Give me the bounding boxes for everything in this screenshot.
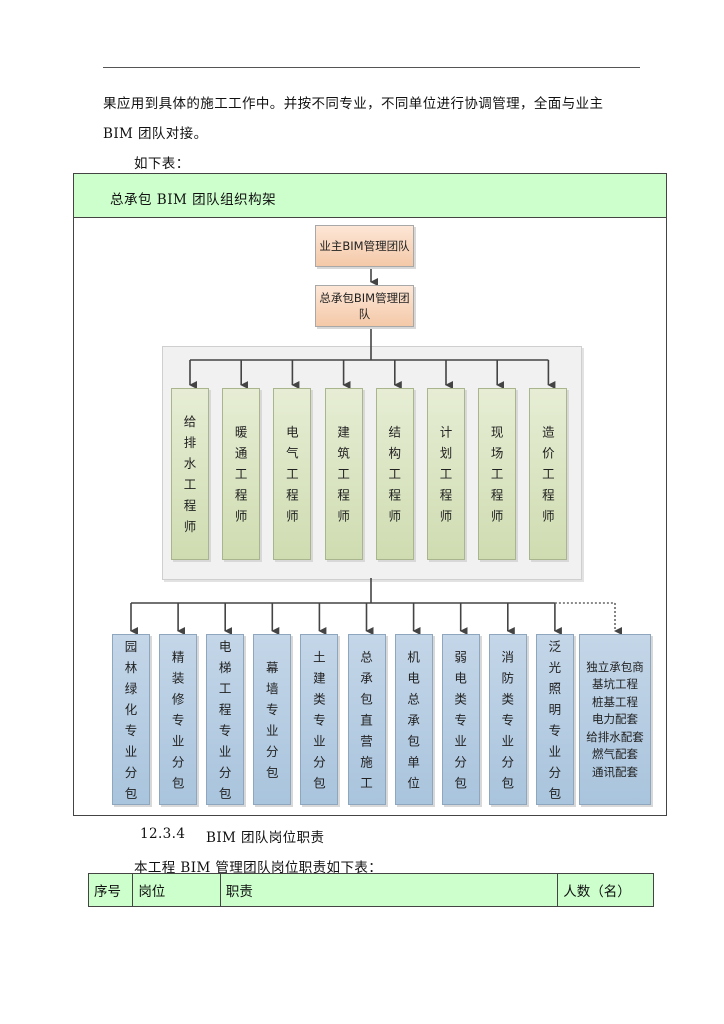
header-cell-index: 序号: [87, 873, 134, 907]
engineer-box: 造价工程师: [529, 388, 568, 560]
org-chart-connectors: [130, 267, 622, 635]
duty-table: 序号 岗位 职责 人数（名）: [87, 873, 654, 907]
subcontractor-box-label: 机电总承包单位: [407, 649, 420, 790]
header-cell-duties: 职责: [219, 873, 559, 907]
gc-bim-team-label: 总承包BIM管理团队: [319, 291, 410, 321]
section-number: 12.3.4: [140, 826, 186, 842]
engineer-box: 建筑工程师: [324, 388, 363, 560]
engineer-box-label: 电气工程师: [286, 424, 299, 524]
engineer-box: 现场工程师: [478, 388, 517, 560]
subcontractor-box-label: 消防类专业分包: [501, 649, 515, 790]
org-chart-title: 总承包 BIM 团队组织构架: [110, 192, 277, 208]
header-cell-headcount: 人数（名）: [557, 873, 654, 907]
independent-contractor-label: 独立承包商基坑工程桩基工程电力配套给排水配套燃气配套通讯配套: [586, 659, 644, 779]
engineer-box: 电气工程师: [273, 388, 312, 560]
engineer-box-label: 暖通工程师: [234, 424, 248, 524]
body-paragraph-line: BIM 团队对接。: [103, 126, 208, 142]
engineer-box: 计划工程师: [427, 388, 465, 560]
subcontractor-box: 土建类专业分包: [300, 634, 339, 805]
subcontractor-box: 园林绿化专业分包: [112, 634, 150, 805]
subcontractor-box: 电梯工程专业分包: [206, 634, 245, 805]
engineer-box-label: 结构工程师: [388, 424, 402, 524]
header-rule: [103, 67, 640, 68]
engineer-box-label: 建筑工程师: [337, 424, 350, 524]
owner-bim-team-box: 业主BIM管理团队: [315, 225, 414, 267]
org-chart-header: 总承包 BIM 团队组织构架: [74, 174, 666, 218]
engineer-box-label: 给排水工程师: [183, 414, 197, 534]
table-intro-text: 如下表：: [134, 156, 190, 172]
engineer-box: 暖通工程师: [222, 388, 261, 560]
engineer-box-label: 造价工程师: [542, 424, 555, 524]
subcontractor-box-label: 幕墙专业分包: [266, 659, 279, 780]
org-chart-frame: 总承包 BIM 团队组织构架 业主BIM管理团队 总承包BIM管理团队 给排水工…: [73, 173, 667, 816]
subcontractor-box: 泛光照明专业分包: [535, 634, 574, 805]
subcontractor-box: 幕墙专业分包: [253, 634, 292, 805]
engineer-box-label: 计划工程师: [439, 424, 453, 524]
body-paragraph-line: 果应用到具体的施工工作中。并按不同专业，不同单位进行协调管理，全面与业主: [103, 96, 604, 112]
subcontractor-box: 机电总承包单位: [394, 634, 433, 805]
subcontractor-box-label: 精装修专业分包: [171, 649, 185, 790]
subcontractor-box: 精装修专业分包: [159, 634, 198, 805]
subcontractor-box-label: 弱电类专业分包: [454, 649, 467, 790]
header-cell-position: 岗位: [132, 873, 221, 907]
engineer-box: 结构工程师: [375, 388, 414, 560]
subcontractor-box-label: 总承包直营施工: [360, 649, 373, 790]
independent-contractor-box: 独立承包商基坑工程桩基工程电力配套给排水配套燃气配套通讯配套: [579, 634, 651, 805]
subcontractor-box: 总承包直营施工: [347, 634, 386, 805]
subcontractor-box: 弱电类专业分包: [441, 634, 480, 805]
subcontractor-box-label: 土建类专业分包: [313, 649, 326, 790]
subcontractor-box: 消防类专业分包: [488, 634, 527, 805]
engineer-box-label: 现场工程师: [490, 424, 504, 524]
subcontractor-box-label: 泛光照明专业分包: [548, 638, 562, 801]
engineer-box: 给排水工程师: [171, 388, 209, 560]
gc-bim-team-box: 总承包BIM管理团队: [315, 285, 414, 327]
subcontractor-box-label: 园林绿化专业分包: [124, 638, 138, 801]
section-title: BIM 团队岗位职责: [206, 830, 325, 846]
section-intro: 本工程 BIM 管理团队岗位职责如下表：: [134, 860, 383, 876]
subcontractor-box-label: 电梯工程专业分包: [218, 638, 232, 801]
owner-bim-team-label: 业主BIM管理团队: [319, 239, 410, 253]
duty-table-header-row: 序号 岗位 职责 人数（名）: [87, 873, 654, 907]
